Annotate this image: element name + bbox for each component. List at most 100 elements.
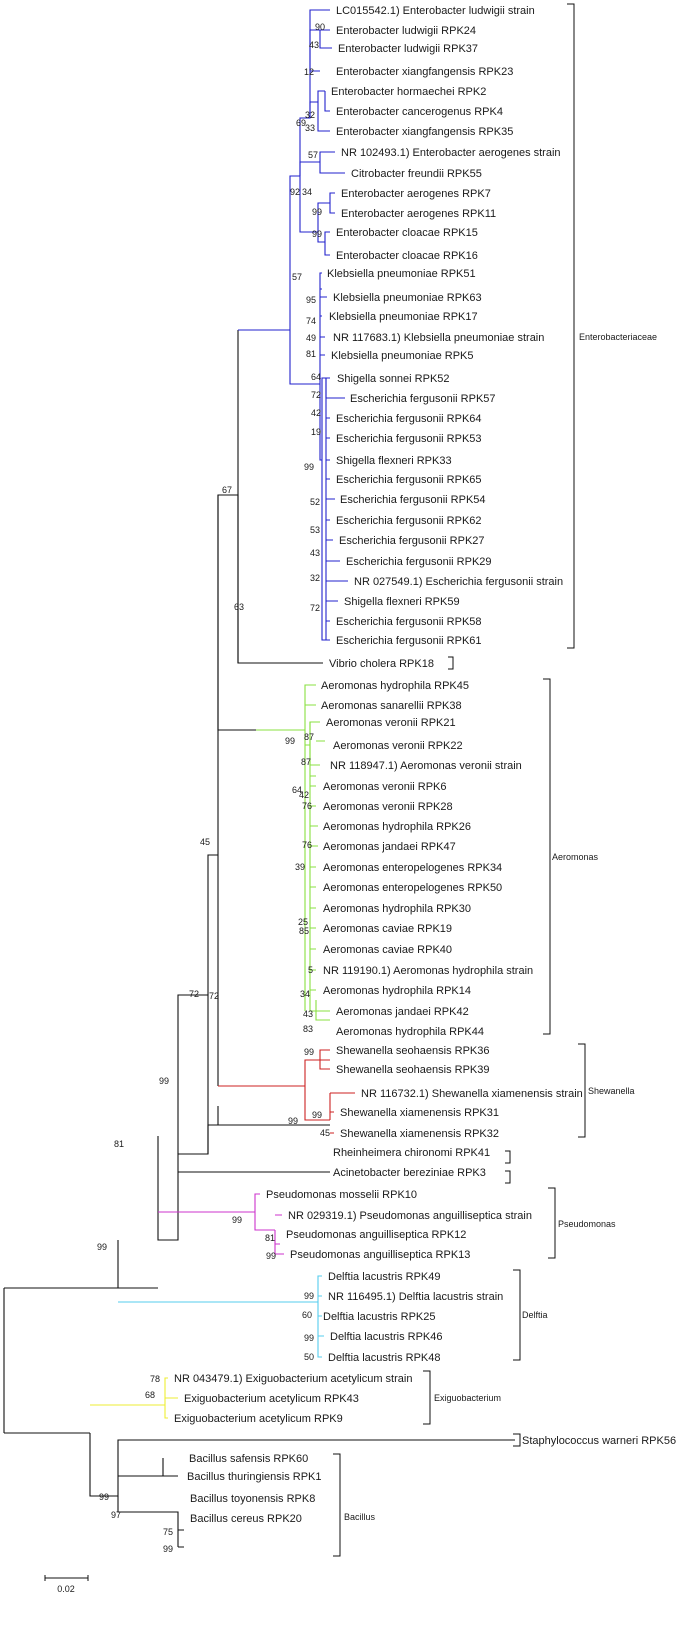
bootstrap-value: 99 — [312, 1110, 322, 1120]
bootstrap-value: 99 — [97, 1242, 107, 1252]
taxon-label: Delftia lacustris RPK46 — [330, 1331, 443, 1343]
taxon-label: Aeromonas jandaei RPK42 — [336, 1006, 469, 1018]
bootstrap-value: 76 — [302, 801, 312, 811]
taxon-label: Escherichia fergusonii RPK65 — [336, 474, 482, 486]
taxon-label: Escherichia fergusonii RPK64 — [336, 413, 482, 425]
taxon-label: Escherichia fergusonii RPK53 — [336, 433, 482, 445]
bootstrap-value: 99 — [304, 1333, 314, 1343]
bootstrap-value: 95 — [306, 295, 316, 305]
scale-bar-label: 0.02 — [57, 1584, 75, 1594]
taxon-label: Aeromonas veronii RPK6 — [323, 781, 447, 793]
taxon-label: Aeromonas hydrophila RPK45 — [321, 680, 469, 692]
bootstrap-value: 81 — [306, 349, 316, 359]
bootstrap-value: 72 — [189, 989, 199, 999]
taxon-label: Aeromonas enteropelogenes RPK50 — [323, 882, 502, 894]
bootstrap-value: 67 — [222, 485, 232, 495]
bootstrap-value: 76 — [302, 840, 312, 850]
taxon-label: Aeromonas sanarellii RPK38 — [321, 700, 462, 712]
bootstrap-value: 57 — [308, 150, 318, 160]
bootstrap-value: 99 — [285, 736, 295, 746]
clade-label: Pseudomonas — [558, 1219, 616, 1229]
bootstrap-value: 32 — [305, 110, 315, 120]
taxon-label: Escherichia fergusonii RPK54 — [340, 494, 486, 506]
taxon-label: Escherichia fergusonii RPK62 — [336, 515, 482, 527]
bootstrap-value: 25 — [298, 917, 308, 927]
bootstrap-value: 64 — [292, 785, 302, 795]
taxon-label: Klebsiella pneumoniae RPK17 — [329, 311, 478, 323]
tree-branches — [3, 9, 515, 1548]
bootstrap-value: 99 — [99, 1492, 109, 1502]
taxon-label: Shigella flexneri RPK59 — [344, 596, 460, 608]
taxon-label: Rheinheimera chironomi RPK41 — [333, 1147, 490, 1159]
clade-labels: EnterobacteriaceaeAeromonasShewanellaPse… — [344, 332, 657, 1522]
taxon-label: NR 116732.1) Shewanella xiamenensis stra… — [361, 1088, 583, 1100]
taxon-label: Enterobacter cloacae RPK16 — [336, 250, 478, 262]
bootstrap-value: 78 — [150, 1374, 160, 1384]
bootstrap-value: 49 — [306, 333, 316, 343]
clade-label: Enterobacteriaceae — [579, 332, 657, 342]
taxon-label: Shigella flexneri RPK33 — [336, 455, 452, 467]
bootstrap-value: 68 — [145, 1390, 155, 1400]
bootstrap-value: 34 — [302, 187, 312, 197]
bootstrap-value: 32 — [310, 573, 320, 583]
taxon-label: Bacillus toyonensis RPK8 — [190, 1493, 315, 1505]
bootstrap-value: 99 — [304, 1291, 314, 1301]
taxon-label: Bacillus cereus RPK20 — [190, 1513, 302, 1525]
taxon-label: Enterobacter hormaechei RPK2 — [331, 86, 486, 98]
bootstrap-value: 97 — [111, 1510, 121, 1520]
taxon-label: Exiguobacterium acetylicum RPK43 — [184, 1393, 359, 1405]
bootstrap-value: 99 — [163, 1544, 173, 1554]
taxon-label: NR 118947.1) Aeromonas veronii strain — [330, 760, 522, 772]
bootstrap-value: 43 — [309, 40, 319, 50]
taxon-label: Aeromonas enteropelogenes RPK34 — [323, 862, 502, 874]
taxon-label: Exiguobacterium acetylicum RPK9 — [174, 1413, 343, 1425]
bootstrap-value: 39 — [295, 862, 305, 872]
taxon-label: Escherichia fergusonii RPK57 — [350, 393, 496, 405]
clade-brackets — [333, 3, 586, 1557]
bootstrap-value: 34 — [300, 989, 310, 999]
bootstrap-value: 45 — [200, 837, 210, 847]
taxon-label: Enterobacter ludwigii RPK24 — [336, 25, 476, 37]
bootstrap-value: 45 — [320, 1128, 330, 1138]
bootstrap-value: 5 — [308, 965, 313, 975]
bootstrap-value: 75 — [163, 1527, 173, 1537]
taxon-label: Enterobacter cancerogenus RPK4 — [336, 106, 503, 118]
bootstrap-value: 92 — [290, 187, 300, 197]
taxon-label: Delftia lacustris RPK49 — [328, 1271, 441, 1283]
taxon-label: Klebsiella pneumoniae RPK63 — [333, 292, 482, 304]
bootstrap-value: 99 — [304, 462, 314, 472]
taxon-label: Escherichia fergusonii RPK58 — [336, 616, 482, 628]
taxon-label: Klebsiella pneumoniae RPK5 — [331, 350, 473, 362]
taxon-label: NR 029319.1) Pseudomonas anguilliseptica… — [288, 1210, 532, 1222]
bootstrap-value: 53 — [310, 525, 320, 535]
bootstrap-value: 90 — [315, 22, 325, 32]
taxon-label: Aeromonas veronii RPK21 — [326, 717, 456, 729]
taxon-label: Escherichia fergusonii RPK27 — [339, 535, 485, 547]
taxon-label: Pseudomonas anguilliseptica RPK12 — [286, 1229, 466, 1241]
bootstrap-value: 99 — [304, 1047, 314, 1057]
taxon-label: Delftia lacustris RPK25 — [323, 1311, 436, 1323]
bootstrap-value: 83 — [303, 1024, 313, 1034]
taxon-label: Bacillus safensis RPK60 — [189, 1453, 308, 1465]
bootstrap-value: 63 — [234, 602, 244, 612]
taxon-label: Aeromonas jandaei RPK47 — [323, 841, 456, 853]
bootstrap-value: 87 — [304, 732, 314, 742]
bootstrap-value: 43 — [303, 1009, 313, 1019]
taxon-label: Citrobacter freundii RPK55 — [351, 168, 482, 180]
taxon-label: Enterobacter xiangfangensis RPK23 — [336, 66, 513, 78]
taxon-label: Aeromonas caviae RPK19 — [323, 923, 452, 935]
taxon-label: LC015542.1) Enterobacter ludwigii strain — [336, 5, 535, 17]
bootstrap-value: 60 — [302, 1310, 312, 1320]
clade-label: Bacillus — [344, 1512, 376, 1522]
taxon-label: Bacillus thuringiensis RPK1 — [187, 1471, 322, 1483]
bootstrap-value: 81 — [265, 1233, 275, 1243]
taxon-label: Aeromonas hydrophila RPK44 — [336, 1026, 484, 1038]
taxon-label: Aeromonas veronii RPK28 — [323, 801, 453, 813]
taxon-label: Pseudomonas anguilliseptica RPK13 — [290, 1249, 470, 1261]
bootstrap-value: 64 — [311, 372, 321, 382]
taxon-label: Shewanella seohaensis RPK36 — [336, 1045, 490, 1057]
bootstrap-value: 52 — [310, 497, 320, 507]
taxon-label: Acinetobacter bereziniae RPK3 — [333, 1167, 486, 1179]
taxon-label: Enterobacter cloacae RPK15 — [336, 227, 478, 239]
